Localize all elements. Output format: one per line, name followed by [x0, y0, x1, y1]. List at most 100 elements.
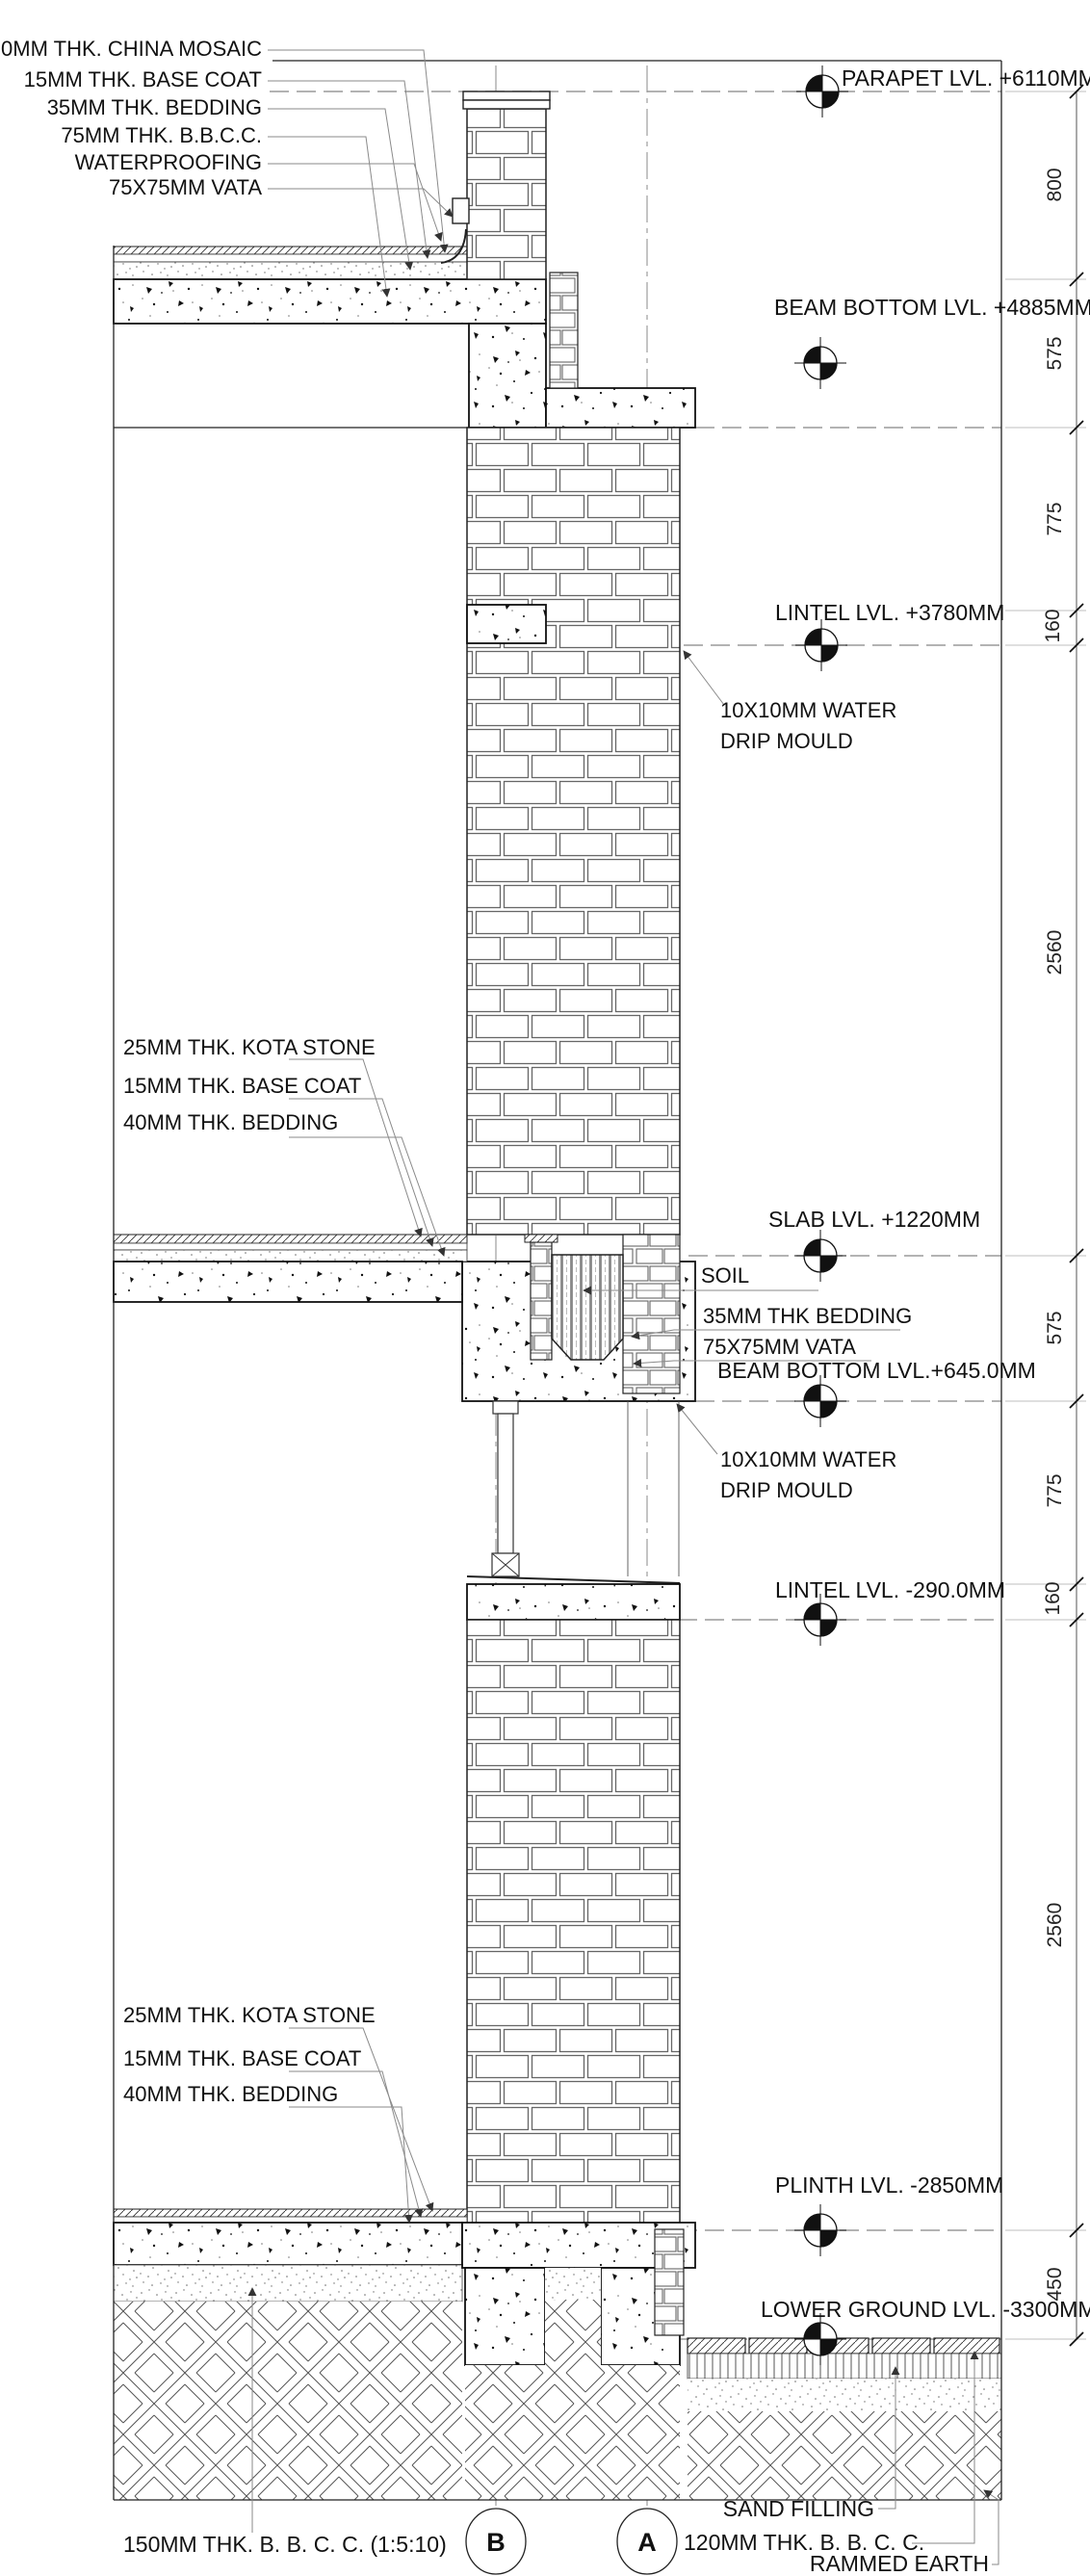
- base-coat-layer-mid: [113, 1242, 468, 1251]
- label-bbcc-120: 120MM THK. B. B. C. C.: [684, 2530, 924, 2555]
- level-symbol-beam-bottom-1: [793, 336, 847, 390]
- roof-callout-labels: 10MM THK. CHINA MOSAIC 15MM THK. BASE CO…: [0, 37, 262, 199]
- lower-floor-callout-labels: 25MM THK. KOTA STONE 15MM THK. BASE COAT…: [123, 2003, 376, 2106]
- callout-bedding-mid: 40MM THK. BEDDING: [123, 1110, 338, 1134]
- callout-bedding-planter: 35MM THK BEDDING: [703, 1304, 912, 1328]
- callout-china-mosaic: 10MM THK. CHINA MOSAIC: [0, 37, 262, 61]
- level-beam-bottom-2: BEAM BOTTOM LVL.+645.0MM: [717, 1358, 1036, 1383]
- brick-wall-upper: [466, 427, 681, 1236]
- lintel-band-lower: [466, 1583, 681, 1621]
- sand-filling-layer: [687, 2353, 1002, 2380]
- roof-beam-flange: [545, 387, 696, 429]
- drain-pipe: [497, 1413, 514, 1554]
- dim-775-lower: 775: [1044, 1473, 1066, 1507]
- vata-block: [452, 197, 470, 224]
- level-labels: PARAPET LVL. +6110MM BEAM BOTTOM LVL. +4…: [717, 65, 1090, 2322]
- label-rammed-earth: RAMMED EARTH: [810, 2551, 989, 2576]
- kota-stone-layer-ground: [113, 2208, 468, 2218]
- drip-note-upper-line1: 10X10MM WATER: [720, 698, 896, 722]
- exterior-ground: [687, 2337, 1002, 2500]
- parapet-wall: [466, 108, 547, 280]
- rammed-earth-exterior: [688, 2411, 1001, 2500]
- callout-waterproofing: WATERPROOFING: [75, 150, 262, 174]
- kota-stone-layer-mid: [113, 1234, 468, 1244]
- parapet-coping: [462, 99, 551, 110]
- earth-below-footing-b: [465, 2365, 545, 2500]
- level-plinth: PLINTH LVL. -2850MM: [775, 2173, 1003, 2198]
- level-symbol-slab: [793, 1229, 847, 1283]
- level-lower-ground: LOWER GROUND LVL. -3300MM: [761, 2297, 1090, 2322]
- callout-soil: SOIL: [701, 1263, 749, 1288]
- level-lintel-2: LINTEL LVL. -290.0MM: [775, 1577, 1005, 1602]
- callout-bedding-roof: 35MM THK. BEDDING: [47, 95, 262, 119]
- dim-160-lower: 160: [1042, 1581, 1064, 1615]
- footing-leg-b: [464, 2267, 546, 2366]
- planter-outer-bricks: [622, 1234, 681, 1394]
- level-symbol-plinth: [793, 2203, 847, 2257]
- leader-lines: [247, 49, 999, 2565]
- level-parapet: PARAPET LVL. +6110MM: [842, 65, 1090, 91]
- label-bbcc-150: 150MM THK. B. B. C. C. (1:5:10): [123, 2532, 447, 2557]
- drip-mould-notes: 10X10MM WATER DRIP MOULD 10X10MM WATER D…: [720, 698, 896, 1502]
- mid-floor-callout-labels: 25MM THK. KOTA STONE 15MM THK. BASE COAT…: [123, 1035, 376, 1134]
- dim-450: 450: [1044, 2267, 1066, 2301]
- drip-note-upper-line2: DRIP MOULD: [720, 729, 853, 753]
- dim-2560-upper: 2560: [1044, 930, 1066, 976]
- dim-2560-lower: 2560: [1044, 1903, 1066, 1948]
- drip-note-lower-line1: 10X10MM WATER: [720, 1447, 896, 1471]
- mid-slab: [113, 1261, 463, 1303]
- callout-base-coat-ground: 15MM THK. BASE COAT: [123, 2046, 361, 2070]
- callout-vata-planter: 75X75MM VATA: [703, 1335, 856, 1359]
- planter-soil: [551, 1254, 624, 1361]
- bbcc-150-layer: [113, 2264, 463, 2303]
- grid-bubble-a-circle: [616, 2508, 678, 2575]
- callout-kota-ground: 25MM THK. KOTA STONE: [123, 2003, 376, 2027]
- exterior-brick-column: [654, 2228, 685, 2336]
- label-sand-filling: SAND FILLING: [723, 2496, 874, 2521]
- ground-labels: 150MM THK. B. B. C. C. (1:5:10) SAND FIL…: [123, 2496, 989, 2576]
- callout-base-coat-mid: 15MM THK. BASE COAT: [123, 1074, 361, 1098]
- callout-kota-mid: 25MM THK. KOTA STONE: [123, 1035, 376, 1059]
- dim-575-upper: 575: [1044, 336, 1066, 370]
- earth-below-footing-a: [601, 2365, 680, 2500]
- foundation-assembly: [113, 2208, 696, 2500]
- grid-bubble-b-circle: [465, 2508, 527, 2575]
- callout-bedding-ground: 40MM THK. BEDDING: [123, 2082, 338, 2106]
- paving-block: [871, 2337, 931, 2355]
- dim-800: 800: [1044, 168, 1066, 201]
- dim-575-lower: 575: [1044, 1311, 1066, 1344]
- planter-inner-bricks: [530, 1241, 553, 1361]
- grid-bubble-a-label: A: [637, 2528, 657, 2557]
- brick-wall-lower: [466, 1619, 681, 2230]
- bedding-layer: [113, 261, 468, 280]
- roof-assembly: [113, 91, 696, 429]
- drain-pipe-collar: [492, 1400, 519, 1415]
- drain-outlet-cross: [491, 1552, 520, 1577]
- paving-block: [687, 2337, 746, 2355]
- ground-slab: [113, 2222, 463, 2266]
- callout-base-coat-roof: 15MM THK. BASE COAT: [24, 67, 262, 91]
- level-symbol-parapet: [795, 65, 849, 118]
- extension-lines: [1005, 91, 1086, 2340]
- parapet-coping-top: [462, 91, 551, 101]
- china-mosaic-layer: [113, 246, 468, 255]
- dim-160-upper: 160: [1042, 609, 1064, 642]
- planter-callout-labels: SOIL 35MM THK BEDDING 75X75MM VATA: [701, 1263, 912, 1359]
- window-opening: [466, 1401, 681, 1621]
- callout-vata-roof: 75X75MM VATA: [109, 175, 262, 199]
- dimension-ticks: [1069, 84, 1084, 2347]
- earth-between-footings: [545, 2300, 601, 2500]
- level-beam-bottom-1: BEAM BOTTOM LVL. +4885MM: [774, 295, 1090, 320]
- level-symbol-beam-bottom-2: [793, 1374, 847, 1428]
- drip-note-lower-line2: DRIP MOULD: [720, 1478, 853, 1502]
- drawing-borders: [113, 60, 1002, 2501]
- grid-bubbles: B A: [465, 2508, 678, 2575]
- fill-between-footings: [545, 2268, 601, 2300]
- paving-block: [748, 2337, 808, 2355]
- level-lintel-1: LINTEL LVL. +3780MM: [775, 600, 1004, 625]
- waterproofing-fillet: [440, 228, 467, 264]
- level-slab: SLAB LVL. +1220MM: [768, 1207, 980, 1232]
- planter-coping: [524, 1234, 558, 1243]
